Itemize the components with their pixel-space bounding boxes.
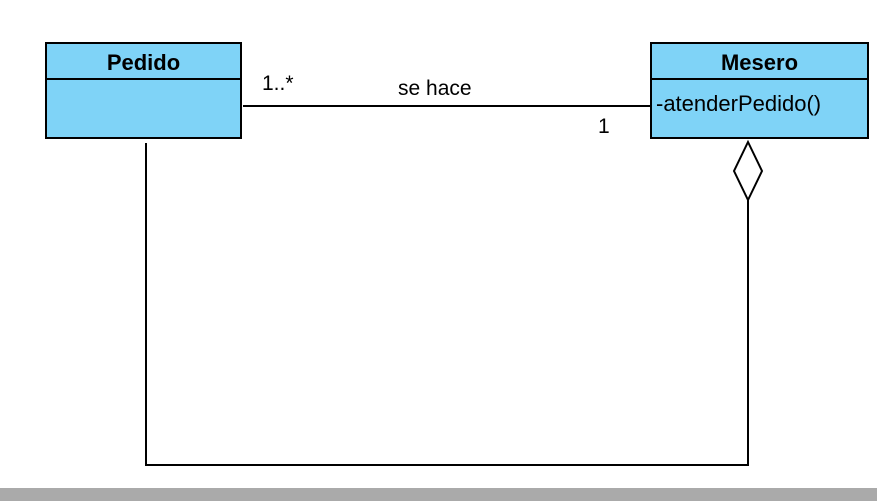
class-mesero-name: Mesero [721,50,798,75]
footer-bar [0,488,877,501]
class-mesero-box [650,42,869,139]
class-pedido[interactable]: Pedido [45,42,242,139]
aggregation-line [145,143,749,466]
association-se-hace-label: se hace [398,77,472,100]
aggregation-diamond [732,139,764,203]
class-mesero[interactable]: Mesero -atenderPedido() [650,42,869,139]
class-mesero-method: -atenderPedido() [656,91,821,116]
multiplicity-pedido: 1..* [262,72,294,95]
class-pedido-box [45,42,242,139]
class-pedido-name: Pedido [107,50,180,75]
association-se-hace[interactable]: se hace 1..* 1 [243,72,651,138]
multiplicity-mesero: 1 [598,115,610,138]
aggregation-mesero-pedido[interactable] [145,139,764,466]
uml-class-diagram: Pedido Mesero -atenderPedido() se hace 1… [45,42,869,466]
